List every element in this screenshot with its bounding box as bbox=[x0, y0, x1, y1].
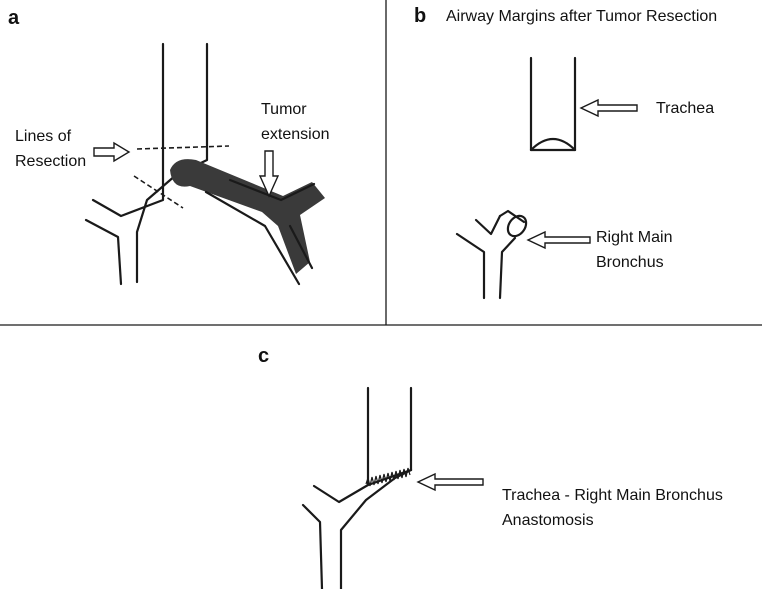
anastomosis-label-line1: Trachea - Right Main Bronchus bbox=[502, 487, 723, 504]
panel-c-bronchus-inner bbox=[301, 503, 324, 589]
panel-a-left-bronchus-outer bbox=[135, 173, 178, 284]
resection-line-lower bbox=[133, 175, 184, 209]
resection-line-upper bbox=[136, 145, 230, 150]
trachea-label: Trachea bbox=[656, 100, 714, 117]
panel-b-letter: b bbox=[414, 5, 426, 27]
bronchus-label-line1: Right Main bbox=[596, 229, 672, 246]
panel-b-bronchus-margin-ring bbox=[506, 214, 528, 238]
panel-b-bronchus-stub-top bbox=[498, 209, 526, 224]
panel-b-title: Airway Margins after Tumor Resection bbox=[446, 8, 717, 25]
tumor-mass bbox=[170, 159, 325, 274]
panel-b: b Airway Margins after Tumor Resection T… bbox=[414, 5, 717, 300]
bronchus-arrow-icon bbox=[526, 230, 591, 250]
panel-a-trachea-wall-right bbox=[174, 42, 209, 177]
tumor-label-line2: extension bbox=[261, 126, 330, 143]
resection-label-line2: Resection bbox=[15, 153, 86, 170]
panel-a-right-bronchus-upper-wall bbox=[228, 178, 316, 202]
panel-a: a Lines of Resection Tumor extension bbox=[8, 7, 330, 286]
panel-a-right-lobar-wall bbox=[288, 224, 314, 270]
panel-b-trachea-margin-curve bbox=[529, 137, 577, 152]
tumor-label-line1: Tumor bbox=[261, 101, 307, 118]
resection-label-line1: Lines of bbox=[15, 128, 72, 145]
panel-b-bronchus-left-wall bbox=[474, 214, 502, 236]
resection-arrow-icon bbox=[93, 141, 131, 163]
panel-c-letter: c bbox=[258, 345, 269, 367]
bronchus-label-line2: Bronchus bbox=[596, 254, 664, 271]
anastomosis-label-line2: Anastomosis bbox=[502, 512, 594, 529]
panel-b-bronchus-outer bbox=[455, 232, 486, 300]
anastomosis-sutures bbox=[365, 467, 411, 487]
tumor-arrow-icon bbox=[258, 150, 280, 198]
panel-c: c Trachea - Right Main Bronchus Anastomo… bbox=[258, 345, 723, 589]
panel-a-trachea-wall-left bbox=[91, 42, 165, 218]
panel-b-trachea-tube bbox=[529, 56, 577, 152]
trachea-arrow-icon bbox=[579, 98, 638, 118]
panel-a-right-bronchus-lower-wall bbox=[204, 190, 301, 286]
panel-c-trachea-wall-left bbox=[312, 386, 370, 504]
panel-a-left-bronchus-inner bbox=[84, 218, 123, 286]
panel-a-letter: a bbox=[8, 7, 20, 29]
panel-b-bronchus-right-wall bbox=[498, 236, 517, 300]
anastomosis-arrow-icon bbox=[416, 472, 484, 492]
panel-c-bronchus-outer bbox=[339, 468, 413, 589]
